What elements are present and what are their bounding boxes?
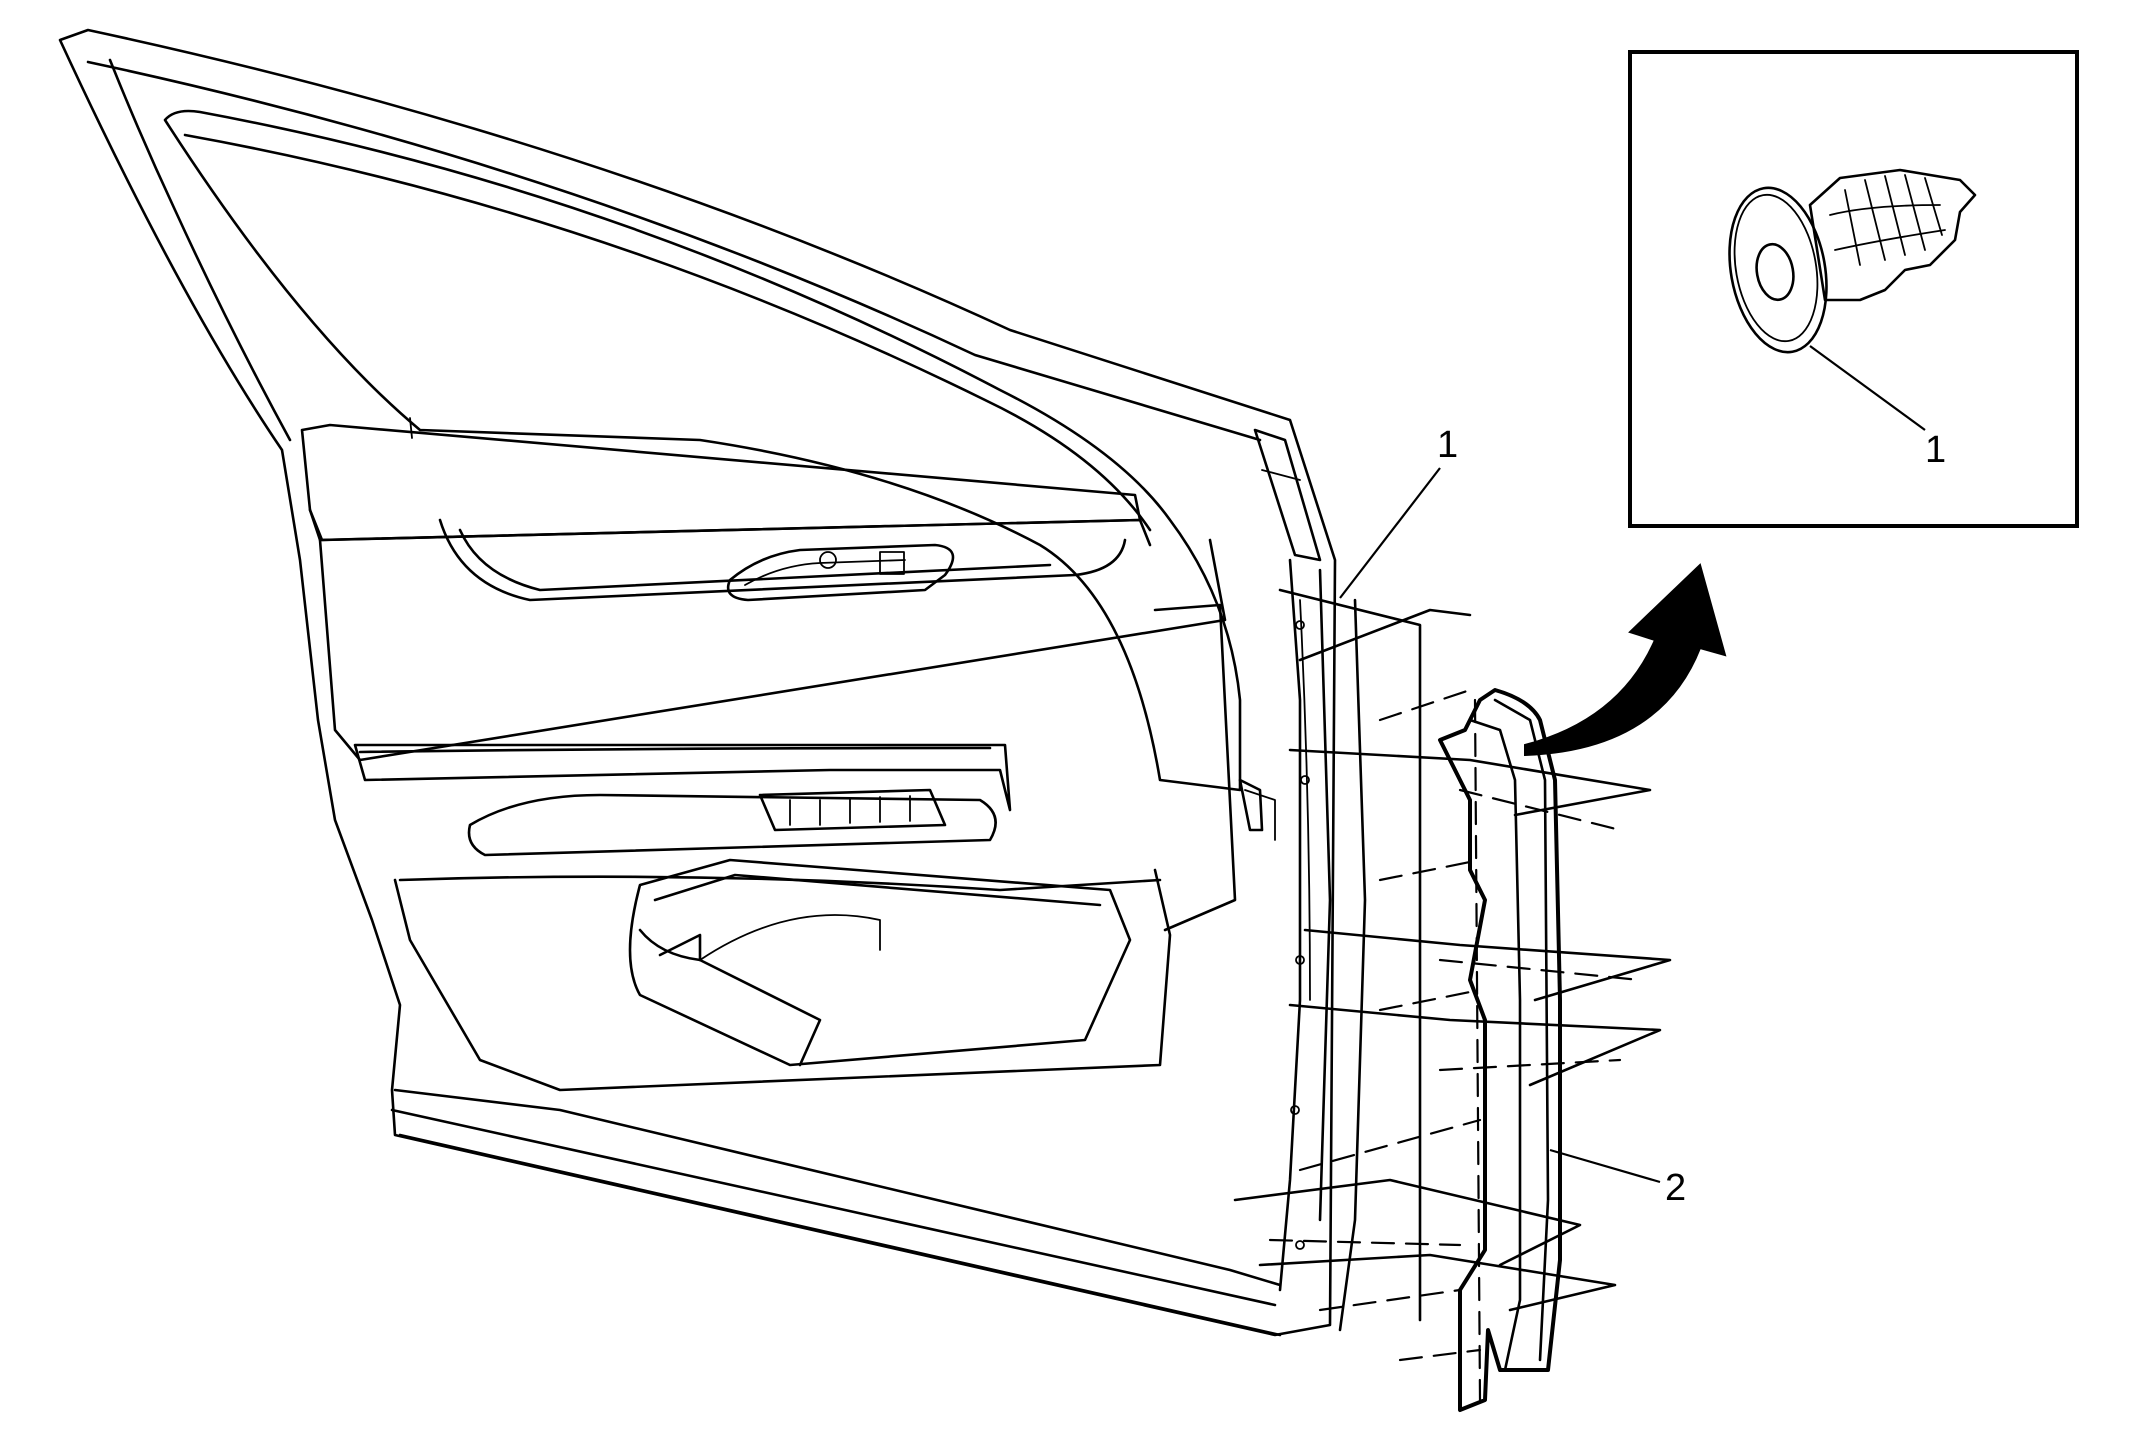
callout-group-main: 1 2: [1339, 424, 1686, 1209]
clip-detail-inset: 1: [1628, 50, 2079, 528]
callout-1-label: 1: [1437, 424, 1458, 466]
callout-2-label: 2: [1665, 1167, 1686, 1209]
detail-arrow: [1524, 563, 1727, 757]
front-door-illustration: [58, 28, 1422, 1337]
push-pin-clip-icon: [1728, 168, 1977, 354]
door-moulding-part: [1438, 688, 1562, 1412]
inset-callout-1-label: 1: [1925, 429, 1946, 471]
